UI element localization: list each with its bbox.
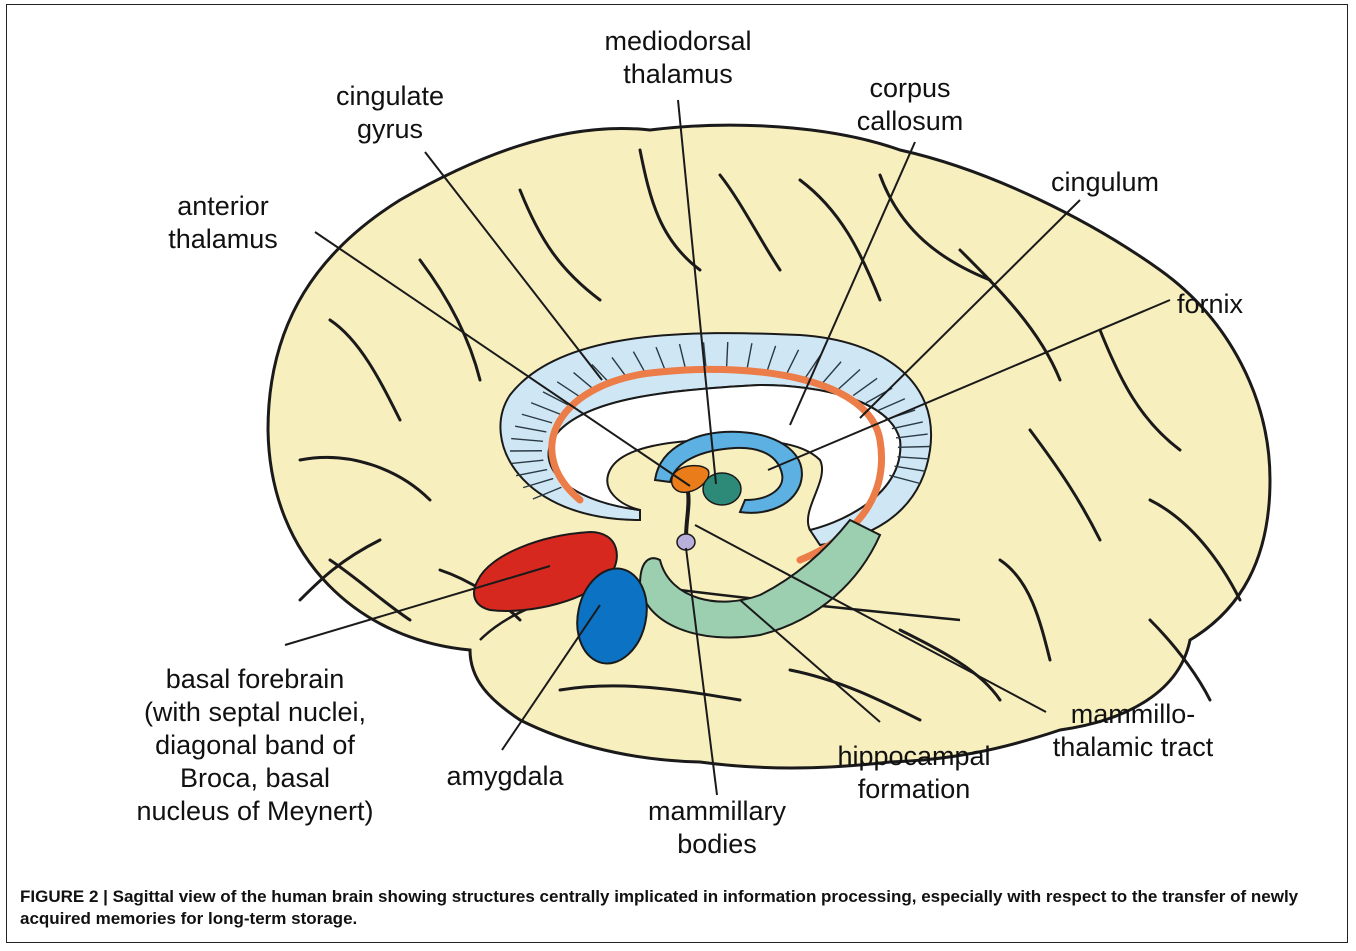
label-mammillothalamic-tract: mammillo-thalamic tract — [1053, 699, 1214, 762]
label-mammillothalamic-tract-line: thalamic tract — [1053, 732, 1214, 762]
label-hippocampal-formation-line: hippocampal — [837, 741, 990, 771]
label-anterior-thalamus-line: anterior — [177, 191, 269, 221]
label-cingulum-line: cingulum — [1051, 167, 1159, 197]
label-basal-forebrain-line: (with septal nuclei, — [144, 697, 366, 727]
label-basal-forebrain: basal forebrain(with septal nuclei,diago… — [136, 664, 373, 826]
label-amygdala: amygdala — [446, 761, 564, 791]
label-fornix-line: fornix — [1177, 289, 1244, 319]
label-cingulate-gyrus-line: cingulate — [336, 81, 444, 111]
label-basal-forebrain-line: Broca, basal — [180, 763, 330, 793]
label-mediodorsal-thalamus-line: mediodorsal — [604, 26, 751, 56]
label-mammillothalamic-tract-line: mammillo- — [1071, 699, 1196, 729]
label-mammillary-bodies-line: mammillary — [648, 796, 786, 826]
label-corpus-callosum-line: corpus — [869, 73, 950, 103]
label-hippocampal-formation-line: formation — [858, 774, 971, 804]
label-mammillary-bodies-line: bodies — [677, 829, 757, 859]
label-basal-forebrain-line: diagonal band of — [155, 730, 355, 760]
label-fornix: fornix — [1177, 289, 1244, 319]
mammillary-bodies-region — [677, 534, 695, 550]
label-cingulum: cingulum — [1051, 167, 1159, 197]
label-mediodorsal-thalamus-line: thalamus — [623, 59, 733, 89]
label-cingulate-gyrus-line: gyrus — [357, 114, 423, 144]
label-basal-forebrain-line: basal forebrain — [166, 664, 345, 694]
mediodorsal-thalamus-region — [703, 473, 741, 505]
label-anterior-thalamus-line: thalamus — [168, 224, 278, 254]
label-basal-forebrain-line: nucleus of Meynert) — [136, 796, 373, 826]
figure-caption: FIGURE 2 | Sagittal view of the human br… — [20, 886, 1340, 930]
label-corpus-callosum-line: callosum — [857, 106, 964, 136]
hatch-line — [898, 447, 930, 448]
label-amygdala-line: amygdala — [446, 761, 564, 791]
